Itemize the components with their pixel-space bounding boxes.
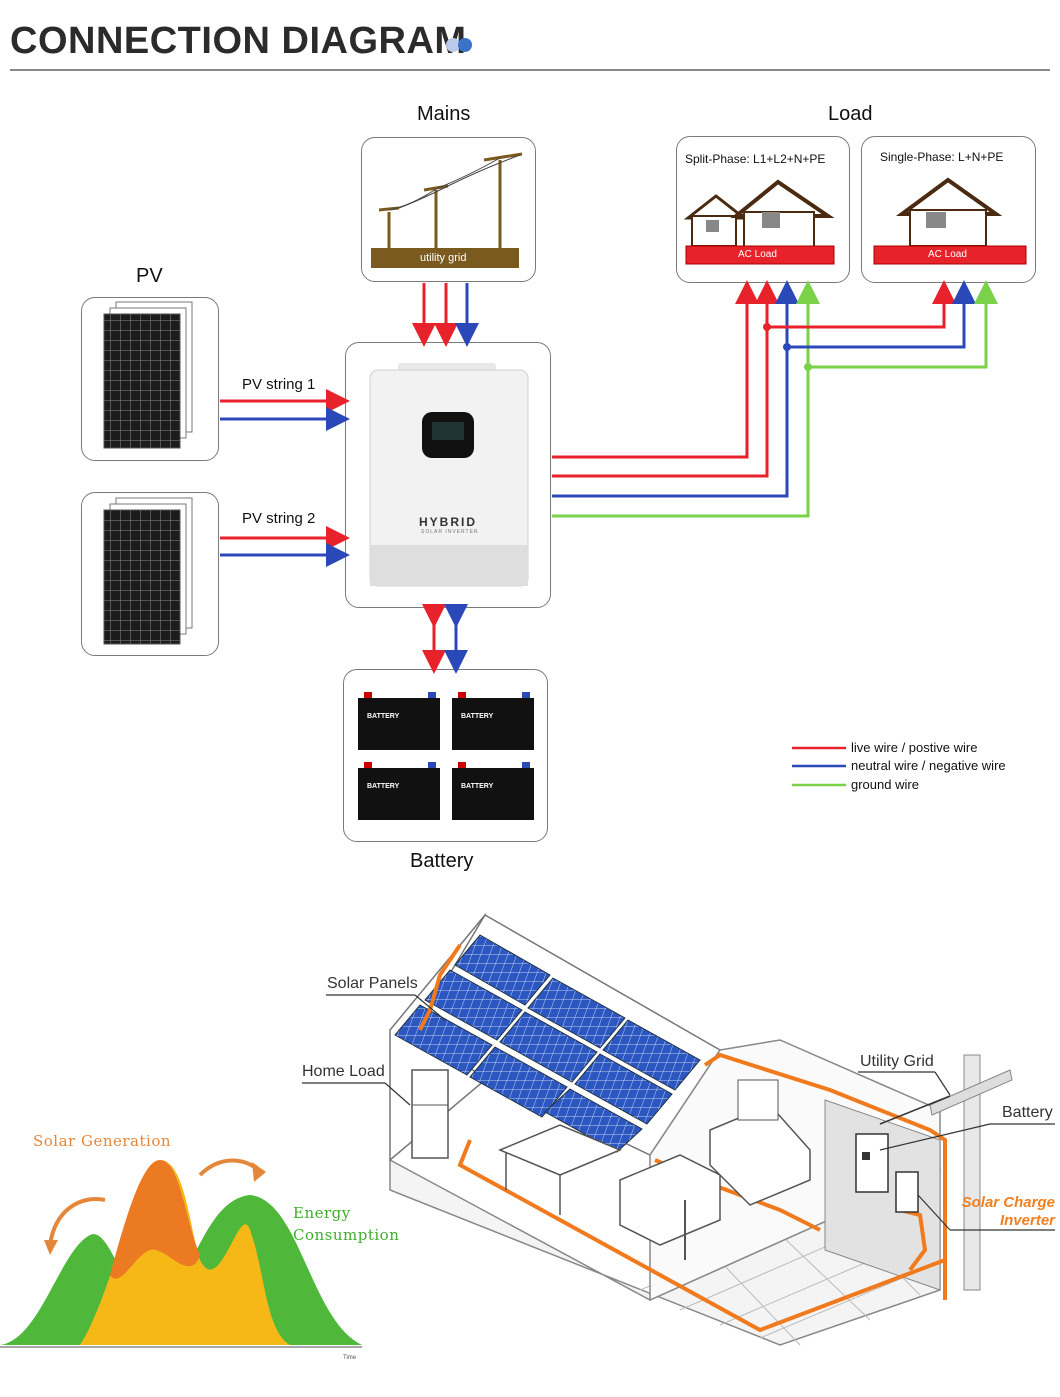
callout-battery: Battery (1002, 1104, 1053, 1121)
inverter-brand: HYBRID (419, 515, 478, 529)
battery-4-label: BATTERY (461, 783, 494, 790)
inverter-subtitle: SOLAR INVERTER (421, 529, 479, 535)
hybrid-inverter-illustration (369, 363, 529, 587)
battery-2-label: BATTERY (461, 713, 494, 720)
graph-consumption-label: Consumption (293, 1226, 400, 1244)
house-cutaway-illustration (302, 912, 1055, 1346)
battery-wires (422, 604, 468, 674)
single-phase-ac-load-banner: AC Load (928, 249, 967, 260)
graph-energy-label: Energy (293, 1204, 351, 1222)
pv-panels-stack-2 (103, 497, 193, 645)
battery-3-label: BATTERY (367, 783, 400, 790)
callout-utility-grid: Utility Grid (860, 1053, 934, 1070)
split-phase-houses-illustration (683, 179, 835, 265)
single-phase-title: Single-Phase: L+N+PE (880, 150, 1004, 164)
legend-ground-wire: ground wire (851, 777, 919, 792)
callout-inverter-line-2: Inverter (999, 1212, 1055, 1229)
pv-string-wires (220, 389, 350, 567)
battery-bank-illustration (358, 692, 534, 820)
utility-grid-banner: utility grid (420, 252, 467, 264)
graph-solar-generation-label: Solar Generation (33, 1132, 172, 1150)
battery-label: Battery (410, 850, 474, 872)
pv-string-2-label: PV string 2 (242, 510, 316, 527)
split-phase-title: Split-Phase: L1+L2+N+PE (685, 152, 826, 166)
page-title: CONNECTION DIAGRAM (10, 20, 467, 62)
split-phase-ac-load-banner: AC Load (738, 249, 777, 260)
mains-wires (412, 283, 479, 347)
title-dot-dark (458, 38, 472, 52)
pv-string-1-label: PV string 1 (242, 376, 316, 393)
callout-solar-charge-inverter: Solar Charge Inverter (950, 1194, 1055, 1230)
graph-time-axis-label: Time (343, 1355, 357, 1361)
load-label: Load (828, 103, 873, 125)
load-wires (552, 280, 998, 518)
callout-inverter-line-1: Solar Charge (961, 1194, 1055, 1211)
legend-neutral-wire: neutral wire / negative wire (851, 758, 1006, 773)
callout-solar-panels: Solar Panels (327, 975, 418, 992)
legend-live-wire: live wire / postive wire (851, 740, 978, 755)
utility-grid-illustration (371, 152, 523, 268)
pv-panels-stack-1 (103, 301, 193, 449)
battery-1-label: BATTERY (367, 713, 400, 720)
mains-label: Mains (417, 103, 471, 125)
title-divider (10, 69, 1050, 71)
single-phase-house-illustration (873, 177, 1027, 265)
legend-lines (792, 746, 846, 787)
energy-graph (0, 1158, 362, 1348)
pv-label: PV (136, 265, 163, 287)
callout-home-load: Home Load (302, 1063, 385, 1080)
title-dot-light (446, 38, 460, 52)
